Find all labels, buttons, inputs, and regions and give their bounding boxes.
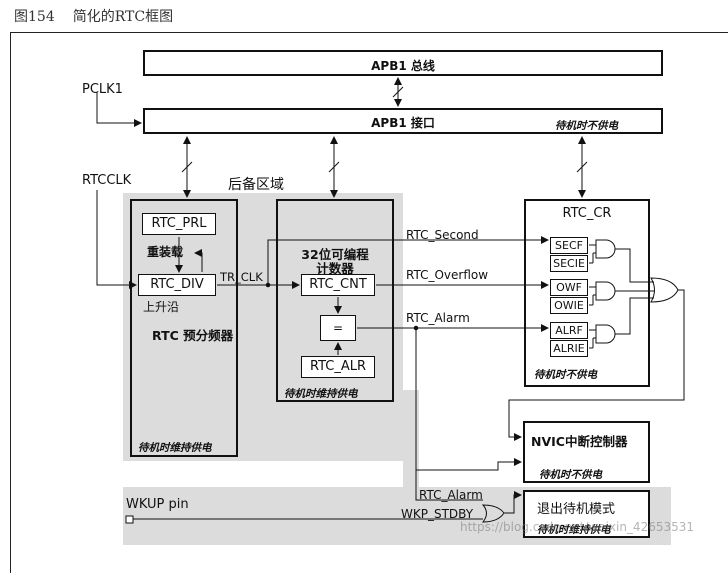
owf-label: OWF [556,281,582,294]
exit-standby-label: 退出待机模式 [537,502,616,517]
comparator-box: = [320,315,356,341]
nvic-label: NVIC中断控制器 [531,434,628,449]
secie-label: SECIE [553,257,585,270]
counter-standby-note: 待机时维持供电 [284,388,358,400]
counter-block [276,199,394,402]
diagram-frame [10,32,728,573]
figure-title: 简化的RTC框图 [72,9,174,25]
backup-domain-label: 后备区域 [228,177,284,193]
prescaler-block [130,199,238,457]
secie-flag: SECIE [550,255,588,272]
rtc-alarm-label: RTC_Alarm [406,311,470,325]
rtc-alr-label: RTC_ALR [309,359,366,374]
prescaler-standby-note: 待机时维持供电 [138,442,212,454]
secf-label: SECF [555,239,583,252]
alrf-flag: ALRF [550,322,588,339]
wkp-stdby-label: WKP_STDBY [401,507,474,521]
rising-edge-label: 上升沿 [143,300,180,314]
apb1-standby-note: 待机时不供电 [555,120,618,132]
signal-wiring [96,77,685,524]
tr-clk-label: TR_CLK [220,270,263,284]
nvic-block: NVIC中断控制器 待机时不供电 [523,421,650,483]
alrf-label: ALRF [555,324,583,337]
alrie-flag: ALRIE [550,340,588,357]
apb1-interface-label: APB1 接口 [371,116,435,130]
apb1-bus-label: APB1 总线 [371,59,435,73]
figure-number: 图154 [14,9,55,25]
rtc-div-label: RTC_DIV [150,277,204,292]
cr-standby-note: 待机时不供电 [534,369,597,381]
rtc-cnt-label: RTC_CNT [309,277,367,292]
rtc-alr-register: RTC_ALR [301,356,375,378]
reload-label: 重装载 [147,245,184,259]
pclk1-label: PCLK1 [82,82,123,97]
backup-domain-vertical-strip [403,390,419,490]
rtc-cr-title: RTC_CR [562,206,612,221]
owie-flag: OWIE [550,297,588,314]
prescaler-name: RTC 预分频器 [152,328,234,343]
counter-title-line2: 计数器 [316,261,354,276]
exit-standby-note: 待机时维持供电 [537,524,611,536]
backup-domain-area [123,193,403,461]
apb1-interface-box: APB1 接口 待机时不供电 [143,108,663,134]
counter-title-line1: 32位可编程 [301,247,369,262]
wkup-pin-label: WKUP pin [126,497,189,512]
apb1-bus-box: APB1 总线 [143,50,663,76]
owie-label: OWIE [554,299,584,312]
rtc-prl-register: RTC_PRL [142,213,216,235]
watermark: https://blog.csdn.net/weixin_42653531 [460,520,695,534]
rtc-alarm-standby-label: RTC_Alarm [419,488,483,502]
exit-standby-block: 退出待机模式 待机时维持供电 [523,490,650,538]
rtc-div-register: RTC_DIV [138,274,216,296]
rtcclk-label: RTCCLK [82,173,132,188]
alrie-label: ALRIE [553,342,585,355]
rtc-cnt-register: RTC_CNT [301,274,375,296]
secf-flag: SECF [550,237,588,254]
owf-flag: OWF [550,279,588,296]
rtc-prl-label: RTC_PRL [151,216,207,231]
nvic-standby-note: 待机时不供电 [539,469,602,481]
figure-caption: 图154 简化的RTC框图 [10,6,173,26]
rtc-overflow-label: RTC_Overflow [406,268,489,282]
rtc-second-label: RTC_Second [406,228,479,242]
comparator-label: = [332,321,344,335]
